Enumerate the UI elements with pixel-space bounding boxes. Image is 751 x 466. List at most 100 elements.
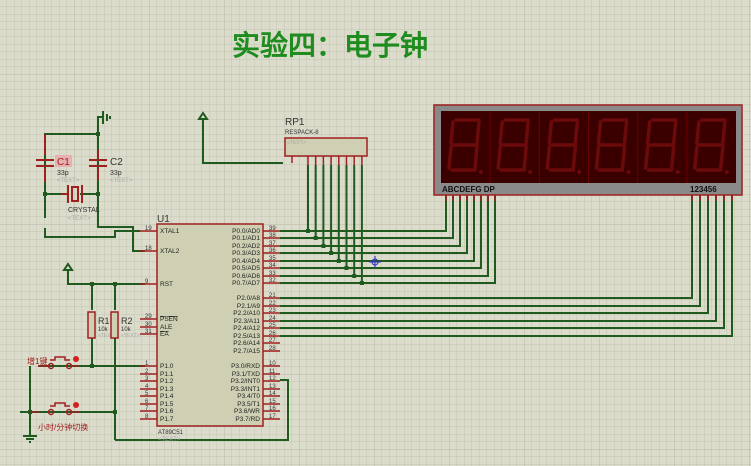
u1-part: AT89C51: [158, 430, 184, 436]
u1-pin-name: P2.0/A8: [237, 295, 261, 302]
digit-segment: [473, 145, 479, 170]
u1-pin-name: EA: [160, 331, 169, 338]
display-digit: [538, 111, 582, 183]
u1-pin-number: 8: [145, 414, 149, 420]
u1-pin-name: P3.6/WR: [234, 408, 260, 415]
junction-dot: [344, 266, 349, 270]
u1-pin-name: P1.4: [160, 393, 174, 400]
digit-segment: [643, 145, 650, 170]
wire-p2-common: [280, 195, 709, 314]
digit-segment: [719, 145, 725, 170]
u1-pin-number: 16: [269, 406, 276, 412]
u1-pin-name: P1.6: [160, 408, 174, 415]
button-increment-label: 增1键: [27, 356, 47, 366]
resistor-pack-rp1[interactable]: RP1 RESPACK-8 <TEXT>: [284, 117, 368, 165]
button-increment[interactable]: 增1键: [27, 356, 80, 370]
digit-segment: [620, 145, 627, 170]
junction-dot: [359, 281, 364, 285]
r1-ref: R1: [98, 316, 110, 326]
button-hour-minute-toggle[interactable]: 小时/分钟切换: [30, 402, 88, 432]
u1-pin-number: 15: [269, 399, 276, 405]
u1-pin-name: P3.0/RXD: [231, 363, 260, 370]
u1-pin-number: 24: [269, 316, 276, 322]
segment-pin-label: ABCDEFG DP: [442, 185, 496, 194]
display-digit: [447, 118, 483, 174]
wire-p2-common: [280, 195, 733, 337]
display-digit: [686, 111, 729, 183]
u1-pin-name: P1.1: [160, 371, 174, 378]
u1-pin-name: P1.0: [160, 363, 174, 370]
u1-pin-name: P1.7: [160, 416, 174, 423]
u1-pin-number: 13: [269, 384, 276, 390]
u1-pin-number: 5: [145, 391, 149, 397]
u1-pin-name: P2.4/A12: [233, 325, 260, 332]
u1-pin-name: P0.3/AD3: [232, 250, 260, 257]
digit-segment: [547, 120, 554, 145]
u1-pin-name: P3.7/RD: [235, 416, 260, 423]
rp1-ref: RP1: [285, 117, 305, 128]
junction-dot: [306, 229, 310, 233]
u1-pin-number: 2: [145, 369, 149, 375]
digit-segment: [671, 120, 678, 145]
wire-p0-segment: [280, 195, 461, 247]
r2-value: 10k: [121, 327, 132, 333]
u1-pin-name: PSEN: [160, 316, 178, 323]
wire-p0-segment: [280, 195, 496, 284]
u1-pin-number: 26: [269, 331, 276, 337]
junction-dots: [43, 132, 100, 196]
digit-dp: [675, 170, 680, 174]
wire-rp1-vcc: [202, 118, 283, 164]
u1-pin-number: 29: [145, 314, 152, 320]
digit-segment: [498, 120, 504, 145]
u1-pin-number: 30: [145, 322, 152, 328]
digit-segment: [693, 145, 699, 170]
wire-int0: [115, 379, 289, 441]
u1-pin-number: 39: [269, 226, 276, 232]
u1-pin-name: P3.2/INT0: [231, 378, 261, 385]
rp1-type: RESPACK-8: [285, 130, 319, 136]
u1-pin-number: 37: [269, 241, 276, 247]
digit-dp: [479, 170, 483, 174]
resistor-r2[interactable]: R2 10k <TEXT>: [110, 311, 140, 339]
crystal-text: <TEXT>: [68, 216, 91, 222]
ground-icon: [23, 412, 37, 443]
u1-pin-number: 4: [145, 384, 149, 390]
rp1-text: <TEXT>: [287, 140, 306, 146]
c2-text: <TEXT>: [110, 178, 133, 184]
r2-text: <TEXT>: [121, 333, 140, 339]
u1-pin-number: 27: [269, 338, 276, 344]
u1-pin-number: 10: [269, 361, 276, 367]
digit-segment: [596, 120, 603, 145]
display-digit: [588, 111, 631, 183]
u1-pin-number: 25: [269, 323, 276, 329]
c1-value: 33p: [57, 170, 69, 177]
display-digit: [489, 111, 533, 183]
digit-segment: [669, 145, 676, 170]
u1-pin-name: XTAL1: [160, 228, 180, 235]
wire-p2-common: [280, 195, 701, 307]
resistor-r1[interactable]: R1 10k <TEXT>: [87, 311, 117, 339]
u1-pin-number: 38: [269, 233, 276, 239]
u1-pin-name: XTAL2: [160, 248, 180, 255]
c2-ref: C2: [110, 157, 123, 168]
u1-pin-number: 18: [145, 246, 152, 252]
u1-pin-number: 21: [269, 293, 276, 299]
digit-segment: [496, 145, 502, 170]
seven-segment-display[interactable]: ABCDEFG DP 123456: [433, 104, 743, 201]
u1-pin-name: P0.4/AD4: [232, 258, 260, 265]
capacitor-c2[interactable]: C2 33p <TEXT>: [89, 150, 133, 184]
wire-rst: [67, 270, 145, 285]
u1-ref: U1: [157, 214, 170, 225]
u1-pin-name: P2.7/A15: [233, 348, 260, 355]
u1-pin-name: P0.5/AD5: [232, 265, 260, 272]
u1-pin-number: 9: [145, 279, 149, 285]
crystal-x1[interactable]: CRYSTAL <TEXT>: [62, 185, 100, 222]
capacitor-c1[interactable]: C1 33p <TEXT>: [36, 134, 80, 184]
wire-p2-common: [280, 195, 717, 322]
button-toggle-label: 小时/分钟切换: [38, 422, 88, 432]
u1-pin-number: 6: [145, 399, 149, 405]
junction-dot: [321, 244, 326, 248]
